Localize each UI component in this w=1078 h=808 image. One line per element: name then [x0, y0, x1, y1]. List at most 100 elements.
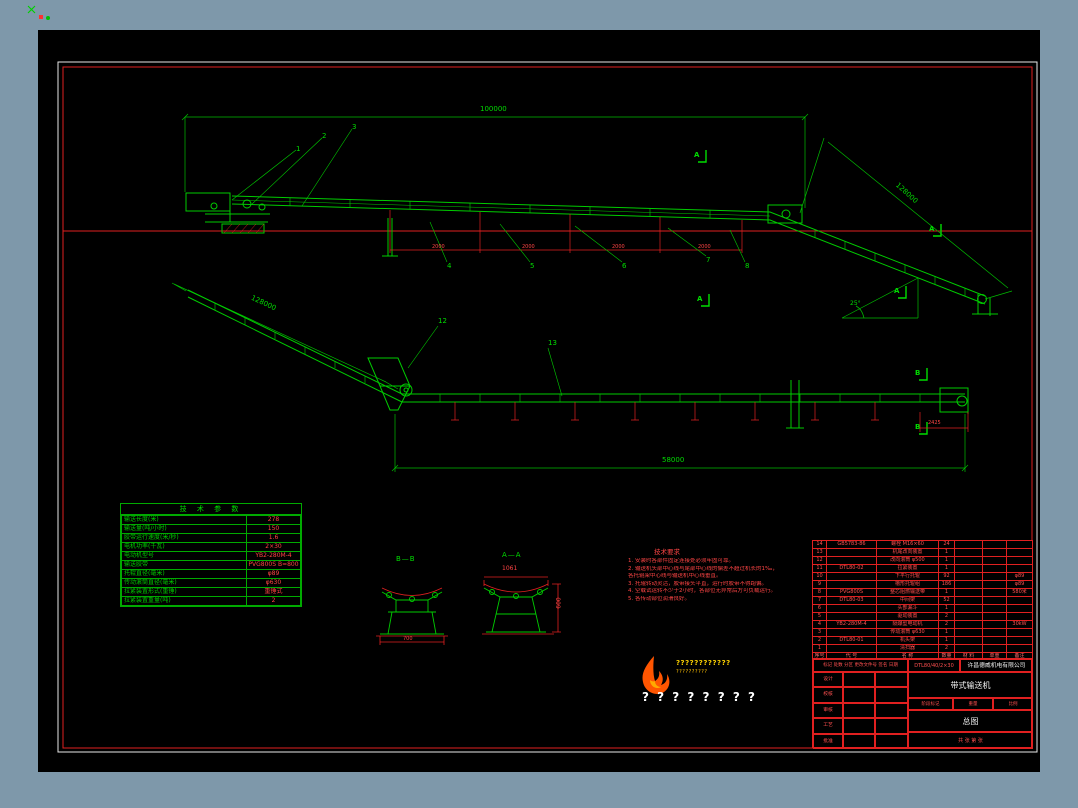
bom-cell [826, 548, 877, 557]
bom-cell: 13 [812, 548, 827, 557]
param-row: 电机功率(千瓦)2×30 [121, 542, 301, 552]
bom-cell: 改向滚筒 φ500 [876, 556, 939, 565]
bom-cell [982, 540, 1007, 549]
dim-tail: 2425 [928, 420, 941, 426]
titleblock-company: 许昌德威机电有限公司 [960, 659, 1033, 672]
bom-cell [954, 628, 983, 637]
tech-notes-title: 技术要求 [654, 548, 680, 556]
section-mark-a3: A [697, 295, 703, 303]
bom-cell: 11 [812, 564, 827, 573]
company-logo: ???????????? ?????????? ? ? ? ? ? ? ? ? [640, 650, 772, 714]
bom-cell [982, 548, 1007, 557]
top-view-red-details [223, 210, 743, 253]
balloon-2: 2 [322, 132, 327, 140]
bom-cell: 驱动装置 [876, 612, 939, 621]
param-row: 传动滚筒直径(毫米)φ630 [121, 578, 301, 588]
balloon-5: 5 [530, 262, 535, 270]
dim-station: 2000 [612, 244, 625, 250]
balloon-leaders [231, 128, 746, 397]
tech-note-line: 3. 托辊转动灵活，胶带接头平直，运行时胶带不得跑偏。 [628, 580, 767, 587]
bom-cell [826, 604, 877, 613]
bom-cell: φ89 [1006, 580, 1033, 589]
bom-cell: 机头架 [876, 636, 939, 645]
bom-cell: 24 [938, 540, 955, 549]
titleblock-blank-cell [843, 718, 875, 734]
bom-cell: PVG800S [826, 588, 877, 597]
balloon-1: 1 [296, 145, 301, 153]
bom-cell [954, 556, 983, 565]
titleblock-stage-label: 阶段标记 [908, 698, 953, 710]
bom-cell [826, 612, 877, 621]
bom-cell: 螺栓 M16×60 [876, 540, 939, 549]
dim-station: 2000 [432, 244, 445, 250]
bom-cell: 下平行托辊 [876, 572, 939, 581]
bom-cell: 5 [812, 612, 827, 621]
bom-cell [982, 620, 1007, 629]
conveyor-top-view [185, 192, 998, 316]
bom-cell: 2 [938, 612, 955, 621]
bom-cell: 92 [938, 572, 955, 581]
dim-bottom-length: 58000 [662, 456, 685, 464]
bom-cell [1006, 596, 1033, 605]
param-value: φ89 [246, 569, 301, 579]
titleblock-blank-cell [875, 733, 908, 749]
param-label: 输送量(吨/小时) [121, 524, 247, 534]
bom-cell: 1 [938, 604, 955, 613]
bom-cell: 传动滚筒 φ630 [876, 628, 939, 637]
flame-logo-icon [642, 656, 670, 694]
bom-cell: 14 [812, 540, 827, 549]
section-mark-b1: B [915, 369, 921, 377]
param-row: 输送量(吨/小时)150 [121, 524, 301, 534]
bom-cell: 整芯阻燃输送带 [876, 588, 939, 597]
bom-cell [954, 564, 983, 573]
titleblock-sheet-name: 总图 [908, 710, 1033, 732]
bom-cell: 580米 [1006, 588, 1033, 597]
param-label: 托辊直径(毫米) [121, 569, 247, 579]
titleblock-blank-cell [875, 687, 908, 703]
bom-cell: 2 [812, 636, 827, 645]
titleblock-product: 带式输送机 [908, 672, 1033, 698]
param-value: 2×30 [246, 542, 301, 552]
bom-cell: GB5783-86 [826, 540, 877, 549]
dim-angle: 25° [850, 300, 861, 307]
outer-frame [57, 61, 1038, 753]
bom-cell: 8 [812, 588, 827, 597]
bom-cell [982, 596, 1007, 605]
bom-cell: 隔爆型电动机 [876, 620, 939, 629]
section-mark-a4: A [894, 287, 900, 295]
param-row: 拉紧装置重量(吨)2 [121, 596, 301, 606]
titleblock-blank-cell [875, 672, 908, 688]
bom-cell: 10 [812, 572, 827, 581]
bom-cell [982, 612, 1007, 621]
bom-cell: φ89 [1006, 572, 1033, 581]
bom-cell: DTL80-01 [826, 636, 877, 645]
titleblock-role-label: 工艺 [813, 718, 843, 734]
bom-cell: 1 [938, 636, 955, 645]
bom-cell: 9 [812, 580, 827, 589]
tech-note-line: 4. 空载试运转不少于2小时，各部位无异常后方可负载运行。 [628, 588, 776, 595]
bom-cell [954, 636, 983, 645]
section-mark-a2: A [929, 225, 935, 233]
param-label: 拉紧装置重量(吨) [121, 596, 247, 606]
title-block: 标记 处数 分区 更改文件号 签名 日期 设计校核审核工艺批准 DTL80/40… [812, 658, 1033, 749]
bom-cell: DTL80-02 [826, 564, 877, 573]
bom-cell [982, 628, 1007, 637]
titleblock-role-label: 校核 [813, 687, 843, 703]
titleblock-blank-cell [875, 702, 908, 719]
balloon-8: 8 [745, 262, 750, 270]
balloon-7: 7 [706, 256, 711, 264]
dimension-lines [171, 113, 1013, 472]
bom-cell [826, 644, 877, 653]
